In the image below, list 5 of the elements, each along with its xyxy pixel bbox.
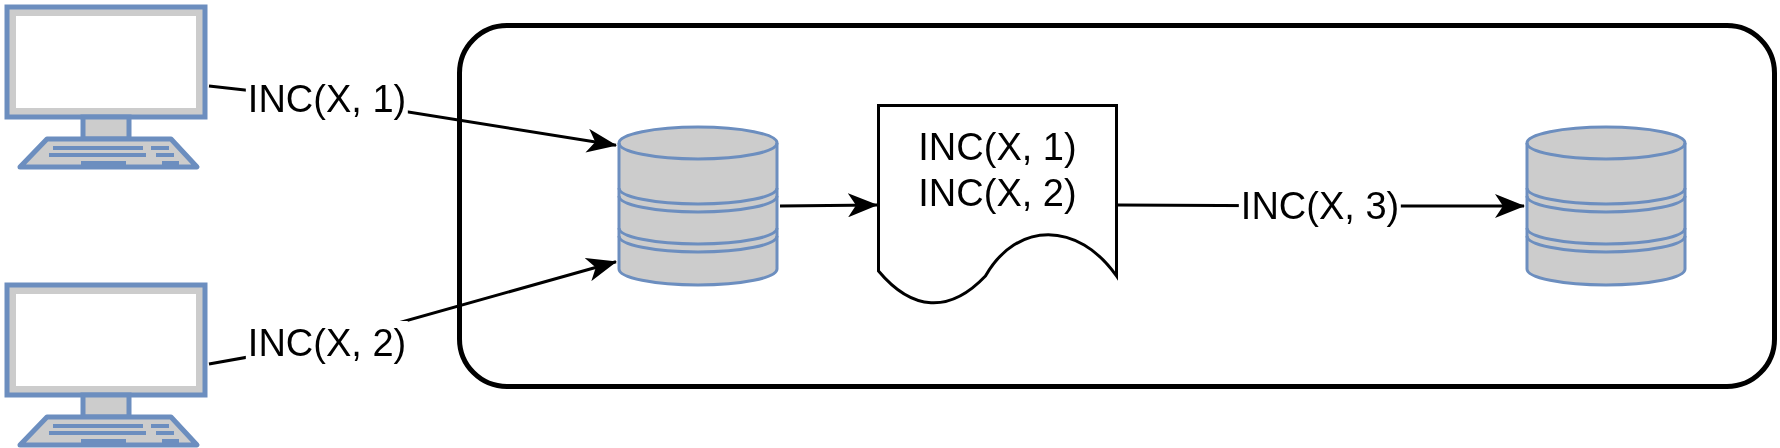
container-box — [457, 23, 1777, 389]
node-text: INC(X, 1) — [918, 125, 1077, 170]
arrow — [780, 193, 878, 218]
node-text: INC(X, 2) — [918, 171, 1077, 216]
edge-label: INC(X, 2) — [245, 321, 409, 365]
